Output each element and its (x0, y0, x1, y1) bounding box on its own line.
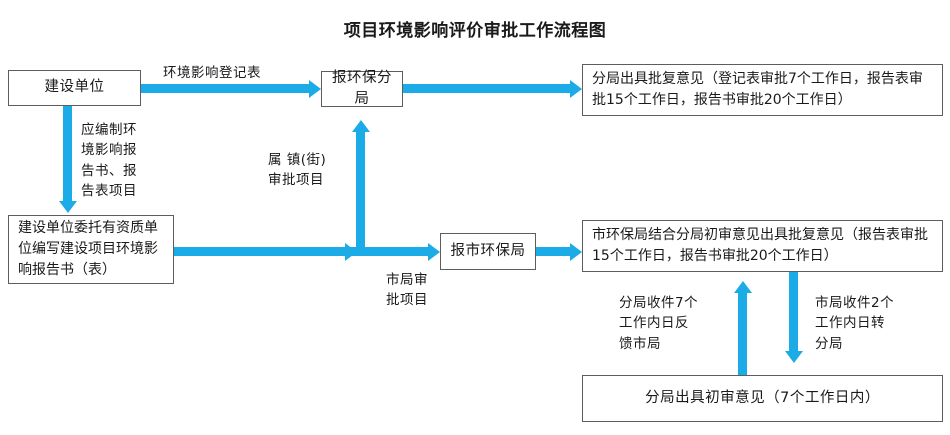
arrowhead-branch-to-branch-reply (570, 79, 582, 98)
arrowhead-entrust-junction (345, 242, 357, 261)
node-construction-unit: 建设单位 (8, 70, 141, 106)
connector-junction-to-branch-bureau (356, 132, 365, 252)
edge-label-branch-receipt-feedback: 分局收件7个 工作内日反 馈市局 (619, 295, 699, 352)
node-report-city-bureau: 报市环保局 (440, 233, 536, 270)
node-branch-preliminary-opinion: 分局出具初审意见（7个工作日内） (582, 375, 943, 422)
edge-label-town-street-approval: 属 镇(街) 审批项目 (268, 152, 327, 189)
edge-label-city-bureau-approval: 市局审 批项目 (386, 272, 428, 309)
arrowhead-city-bureau-to-city-reply (570, 242, 582, 261)
arrowhead-construction-to-branch (309, 79, 321, 98)
connector-construction-to-entrust (63, 106, 72, 201)
connector-preliminary-to-city-reply (738, 293, 747, 375)
connector-city-reply-to-preliminary (789, 272, 798, 351)
arrowhead-city-reply-to-preliminary (784, 351, 803, 363)
edge-label-registration-form: 环境影响登记表 (163, 65, 261, 81)
connector-city-bureau-to-city-reply (536, 247, 572, 256)
node-report-branch-bureau: 报环保分局 (321, 70, 403, 107)
node-branch-reply-opinion: 分局出具批复意见（登记表审批7个工作日，报告表审批15个工作日，报告书审批20个… (582, 64, 943, 116)
arrowhead-junction-to-branch-bureau (351, 120, 370, 132)
connector-branch-to-branch-reply (403, 84, 570, 93)
edge-label-city-receipt-transfer: 市局收件2个 工作内日转 分局 (815, 295, 895, 352)
arrowhead-construction-to-entrust (58, 201, 77, 213)
node-entrust-qualified-unit: 建设单位委托有资质单位编写建设项目环境影响报告书（表） (8, 215, 174, 284)
page-title: 项目环境影响评价审批工作流程图 (343, 21, 607, 41)
edge-label-should-prepare-report: 应编制环 境影响报 告书、报 告表项目 (81, 122, 137, 199)
node-city-reply-opinion: 市环保局结合分局初审意见出具批复意见（报告表审批15个工作日，报告书审批20个工… (582, 220, 943, 272)
arrowhead-entrust-to-city-bureau (428, 242, 440, 261)
arrowhead-preliminary-to-city-reply (733, 281, 752, 293)
connector-construction-to-branch (141, 84, 309, 93)
connector-entrust-to-city-bureau (174, 247, 429, 256)
